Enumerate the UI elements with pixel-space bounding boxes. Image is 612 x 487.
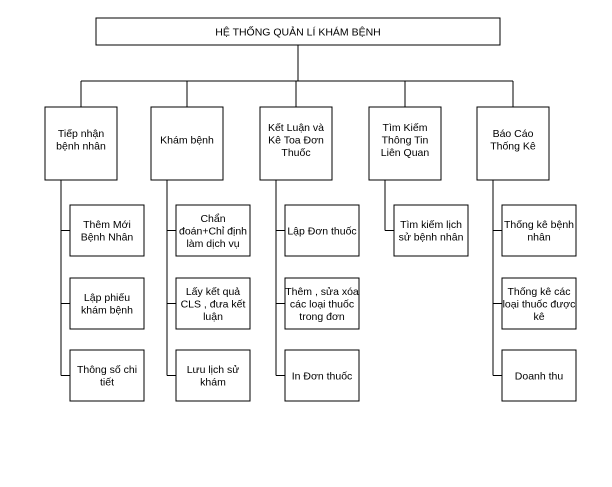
module-label-line: Báo Cáo xyxy=(493,128,534,140)
subfunction-box xyxy=(501,349,577,402)
module-label-line: Tiếp nhận xyxy=(58,128,104,140)
subfunction-label-line: làm dịch vụ xyxy=(186,238,239,250)
subfunction-label-line: Tìm kiếm lịch xyxy=(400,219,462,231)
subfunction-box xyxy=(501,204,577,257)
subfunction-box xyxy=(501,277,577,330)
subfunction-label-line: kê xyxy=(533,311,544,323)
subfunction-label-line: Thêm , sửa xóa xyxy=(285,286,359,298)
module-box xyxy=(150,106,224,181)
module-label-line: Thống Kê xyxy=(490,141,536,153)
system-title: HỆ THỐNG QUẢN LÍ KHÁM BỆNH xyxy=(215,25,381,39)
module-box xyxy=(368,106,442,181)
subfunction-node: Doanh thu xyxy=(501,349,577,402)
subfunction-node: Lập Đơn thuốc xyxy=(284,204,360,257)
subfunction-label-line: khám xyxy=(200,377,226,389)
subfunction-label-line: Thống kê bệnh xyxy=(504,219,574,231)
subfunction-label-line: Doanh thu xyxy=(515,370,564,382)
subfunction-label-line: các loại thuốc xyxy=(290,298,354,310)
subfunction-label-line: sử bệnh nhân xyxy=(399,232,464,244)
module-label-line: Kê Toa Đơn xyxy=(268,134,324,146)
subfunction-box xyxy=(69,277,145,330)
subfunction-label-line: Lập phiếu xyxy=(84,292,130,304)
module-group: Khám bệnh xyxy=(150,106,224,181)
subfunction-box xyxy=(284,277,360,330)
module-label: Khám bệnh xyxy=(160,134,214,146)
module-box xyxy=(259,106,333,181)
subfunction-label: In Đơn thuốc xyxy=(292,370,353,382)
subfunction-label-line: CLS , đưa kết xyxy=(181,298,246,310)
subfunction-label-line: nhân xyxy=(527,232,551,244)
subfunction-box xyxy=(393,204,469,257)
subfunction-label-line: khám bệnh xyxy=(81,305,133,317)
subfunction-label-line: Thông số chi xyxy=(77,364,137,376)
connector-lines xyxy=(60,45,514,376)
subfunction-label-line: trong đơn xyxy=(299,311,345,323)
subfunction-box xyxy=(175,204,251,257)
subfunction-label-line: Lưu lịch sử xyxy=(187,364,240,376)
subfunction-label: Lập Đơn thuốc xyxy=(287,225,356,237)
subfunction-box xyxy=(284,204,360,257)
subfunction-box xyxy=(175,349,251,402)
module-label-line: bệnh nhân xyxy=(56,141,106,153)
subfunction-box xyxy=(284,349,360,402)
subfunction-label-line: tiết xyxy=(100,377,114,389)
subfunction-label-line: Chẩn xyxy=(200,213,225,225)
subfunction-label-line: loại thuốc được xyxy=(503,298,576,310)
module-label-line: Khám bệnh xyxy=(160,134,214,146)
subfunction-box xyxy=(175,277,251,330)
subfunction-label-line: đoán+Chỉ định xyxy=(179,225,247,237)
subfunction-label-line: Lấy kết quả xyxy=(186,286,240,298)
subfunction-node: In Đơn thuốc xyxy=(284,349,360,402)
subfunction-box xyxy=(69,204,145,257)
subfunction-label-line: Lập Đơn thuốc xyxy=(287,225,356,237)
subfunction-label-line: luận xyxy=(203,311,223,323)
root-node: HỆ THỐNG QUẢN LÍ KHÁM BỆNH xyxy=(95,17,501,46)
module-label-line: Thuốc xyxy=(281,147,310,159)
module-box xyxy=(44,106,118,181)
subfunction-label-line: Thêm Mới xyxy=(83,219,131,231)
module-label-line: Kết Luận và xyxy=(268,122,324,134)
module-label-line: Tìm Kiếm xyxy=(383,122,428,134)
subfunction-box xyxy=(69,349,145,402)
subfunction-label: Doanh thu xyxy=(515,370,564,382)
subfunction-label-line: Thống kê các xyxy=(507,286,570,298)
module-label-line: Thông Tin xyxy=(382,134,429,146)
subfunction-label-line: In Đơn thuốc xyxy=(292,370,353,382)
module-label-line: Liên Quan xyxy=(381,147,430,159)
subfunction-label-line: Bệnh Nhân xyxy=(81,232,134,244)
module-box xyxy=(476,106,550,181)
